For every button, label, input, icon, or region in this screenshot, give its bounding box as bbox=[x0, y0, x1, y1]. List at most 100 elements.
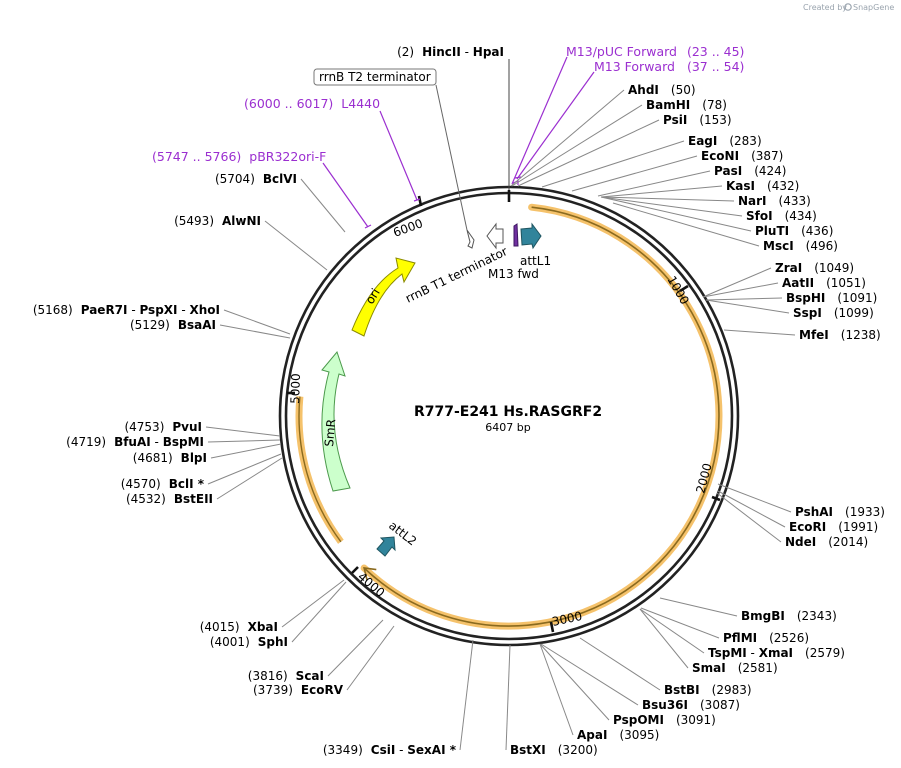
insert-arc-line bbox=[363, 206, 720, 627]
enzyme-label[interactable]: BspHI(1091) bbox=[786, 291, 877, 305]
attl2-feature-arrow[interactable] bbox=[376, 536, 396, 557]
enzyme-label[interactable]: NdeI(2014) bbox=[785, 535, 868, 549]
primer-m13-puc-forward[interactable]: M13/pUC Forward(23 .. 45) bbox=[566, 44, 744, 59]
enzyme-label[interactable]: Bsu36I(3087) bbox=[642, 698, 740, 712]
enzyme-label[interactable]: (4753)PvuI bbox=[124, 420, 202, 434]
enzyme-leader-line bbox=[205, 426, 281, 437]
enzyme-label[interactable]: SspI(1099) bbox=[793, 306, 874, 320]
enzyme-leader-line bbox=[510, 89, 625, 187]
enzyme-leader-line bbox=[600, 196, 752, 232]
enzyme-label[interactable]: PshAI(1933) bbox=[795, 505, 885, 519]
enzyme-leader-line bbox=[540, 643, 639, 706]
enzyme-leader-line bbox=[264, 220, 328, 271]
enzyme-label[interactable]: (4532)BstEII bbox=[126, 492, 213, 506]
enzyme-label[interactable]: (5168)PaeR7I - PspXI - XhoI bbox=[33, 303, 220, 317]
enzyme-label[interactable]: (4719)BfuAI - BspMI bbox=[66, 435, 204, 449]
enzyme-label[interactable]: (3349)CsiI - SexAI * bbox=[323, 743, 457, 757]
plasmid-name: R777-E241 Hs.RASGRF2 bbox=[414, 404, 602, 420]
enzyme-label[interactable]: KasI(432) bbox=[726, 179, 799, 193]
tick-3000: 3000 bbox=[551, 609, 584, 629]
enzyme-leader-line bbox=[210, 443, 282, 459]
enzyme-leader-line bbox=[291, 581, 347, 643]
snapgene-logo bbox=[844, 3, 852, 11]
rrnb-t2-leader-line bbox=[435, 84, 468, 231]
enzyme-label[interactable]: SfoI(434) bbox=[746, 209, 817, 223]
enzyme-label[interactable]: BstXI(3200) bbox=[510, 743, 598, 757]
smr-feature-arrow[interactable] bbox=[321, 350, 351, 492]
enzyme-leader-line bbox=[219, 324, 291, 339]
primer-l4440[interactable]: (6000 .. 6017)L4440 bbox=[244, 96, 380, 111]
enzyme-leader-line bbox=[300, 178, 346, 233]
enzyme-leader-line bbox=[702, 267, 772, 298]
enzyme-leader-lines bbox=[205, 89, 796, 751]
rrnb-t1-terminator-arrow[interactable] bbox=[486, 222, 504, 250]
enzyme-leader-line bbox=[539, 643, 610, 721]
enzyme-label[interactable]: (5704)BclVI bbox=[215, 172, 297, 186]
enzyme-leader-line bbox=[216, 457, 283, 500]
enzyme-leader-line bbox=[600, 185, 723, 198]
enzyme-leader-line bbox=[705, 299, 790, 314]
enzyme-leader-line bbox=[717, 483, 792, 513]
rrnb-t2-terminator-arrow[interactable] bbox=[466, 229, 475, 249]
enzyme-leader-line bbox=[571, 155, 698, 192]
enzyme-leader-line bbox=[281, 579, 345, 628]
enzyme-leader-line bbox=[541, 140, 685, 188]
enzyme-leader-line bbox=[207, 439, 281, 443]
enzyme-leader-line bbox=[723, 329, 796, 336]
enzyme-label[interactable]: AatII(1051) bbox=[782, 276, 866, 290]
enzyme-label[interactable]: (4570)BclI * bbox=[121, 477, 205, 491]
m13-fwd-label: M13 fwd bbox=[488, 267, 539, 281]
enzyme-labels: (2)HincII - HpaI AhdI(50)BamHI(78)PsiI(15… bbox=[33, 45, 885, 757]
attl1-feature-arrow[interactable] bbox=[520, 222, 542, 250]
enzyme-label[interactable]: PsiI(153) bbox=[663, 113, 732, 127]
enzyme-leader-line bbox=[639, 608, 689, 669]
enzyme-label[interactable]: BamHI(78) bbox=[646, 98, 727, 112]
tick-6000: 6000 bbox=[391, 216, 424, 240]
enzyme-label[interactable]: BmgBI(2343) bbox=[741, 609, 837, 623]
enzyme-leader-line bbox=[597, 170, 711, 197]
rrnb-t2-label-box[interactable] bbox=[313, 68, 437, 86]
enzyme-label[interactable]: PluTI(436) bbox=[755, 224, 833, 238]
enzyme-label[interactable]: MscI(496) bbox=[763, 239, 838, 253]
enzyme-label[interactable]: PflMI(2526) bbox=[723, 631, 809, 645]
enzyme-leader-line bbox=[505, 644, 511, 751]
enzyme-label[interactable]: (3739)EcoRV bbox=[253, 683, 344, 697]
primer-pbr322ori-f[interactable]: (5747 .. 5766)pBR322ori-F bbox=[152, 149, 326, 164]
enzyme-label[interactable]: AhdI(50) bbox=[628, 83, 696, 97]
enzyme-label[interactable]: NarI(433) bbox=[738, 194, 811, 208]
enzyme-leader-line bbox=[327, 619, 384, 677]
enzyme-leader-line bbox=[511, 104, 643, 187]
enzyme-label[interactable]: BstBI(2983) bbox=[664, 683, 752, 697]
enzyme-label[interactable]: (4681)BlpI bbox=[133, 451, 207, 465]
primer-m13-forward[interactable]: M13 Forward(37 .. 54) bbox=[594, 59, 744, 74]
ori-feature-arrow[interactable] bbox=[351, 257, 416, 337]
enzyme-label[interactable]: (5129)BsaAI bbox=[130, 318, 216, 332]
enzyme-label[interactable]: TspMI - XmaI(2579) bbox=[708, 646, 845, 660]
enzyme-label[interactable]: SmaI(2581) bbox=[692, 661, 778, 675]
enzyme-label[interactable]: EcoRI(1991) bbox=[789, 520, 878, 534]
smr-arc-line bbox=[298, 396, 342, 543]
enzyme-leader-line bbox=[600, 196, 743, 217]
enzyme-leader-line bbox=[539, 643, 574, 736]
smr-label: SmR bbox=[322, 418, 338, 447]
insert-arrowhead bbox=[363, 567, 377, 581]
enzyme-label[interactable]: PasI(424) bbox=[714, 164, 786, 178]
primer-markers bbox=[322, 56, 595, 229]
enzyme-leader-line bbox=[459, 639, 474, 751]
enzyme-label[interactable]: (2)HincII - HpaI bbox=[397, 45, 504, 59]
enzyme-label[interactable]: (4001)SphI bbox=[210, 635, 288, 649]
enzyme-leader-line bbox=[717, 490, 786, 528]
enzyme-label[interactable]: ZraI(1049) bbox=[775, 261, 854, 275]
enzyme-label[interactable]: PspOMI(3091) bbox=[613, 713, 716, 727]
enzyme-label[interactable]: (5493)AlwNI bbox=[174, 214, 261, 228]
enzyme-label[interactable]: MfeI(1238) bbox=[799, 328, 881, 342]
enzyme-leader-line bbox=[640, 607, 720, 639]
enzyme-label[interactable]: (4015)XbaI bbox=[200, 620, 278, 634]
enzyme-label[interactable]: ApaI(3095) bbox=[577, 728, 659, 742]
enzyme-label[interactable]: EagI(283) bbox=[688, 134, 762, 148]
enzyme-leader-line bbox=[702, 282, 779, 298]
enzyme-label[interactable]: (3816)ScaI bbox=[248, 669, 324, 683]
enzyme-leader-line bbox=[579, 637, 661, 691]
enzyme-label[interactable]: EcoNI(387) bbox=[701, 149, 783, 163]
m13-fwd-feature[interactable] bbox=[513, 223, 519, 247]
